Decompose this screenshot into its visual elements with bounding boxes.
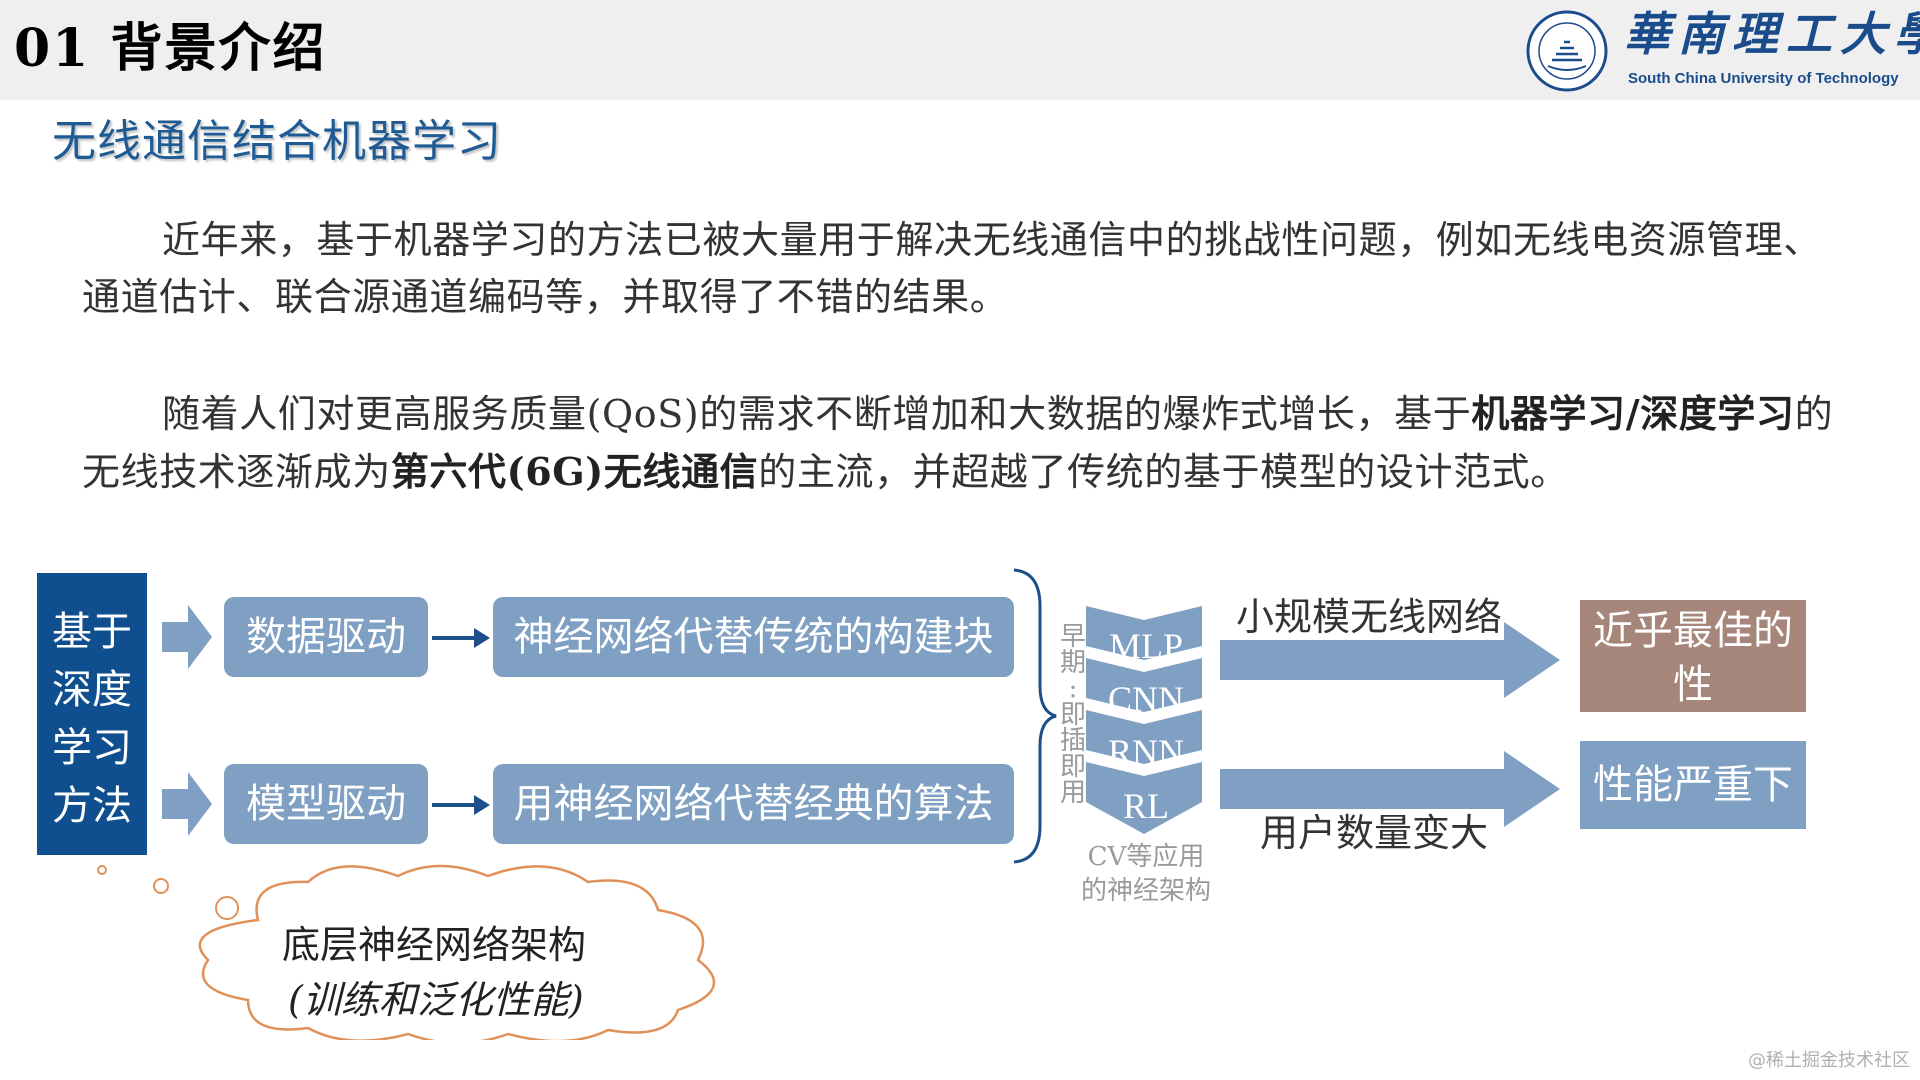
- user-growth-label: 用户数量变大: [1260, 811, 1489, 855]
- university-logo: 華南理工大學 South China University of Technol…: [1526, 7, 1920, 94]
- paragraph-2-bold-6g: 第六代(6G)无线通信: [390, 449, 759, 494]
- university-seal-icon: [1526, 10, 1608, 92]
- cv-architecture-label: CV等应用 的神经架构: [1066, 840, 1226, 908]
- performance-drop-box: 性能严重下降: [1580, 741, 1806, 896]
- early-label-char: 期: [1059, 648, 1086, 678]
- early-label-char: 用: [1059, 778, 1086, 808]
- nn-replace-blocks-box: 神经网络代替传统的构建块: [493, 597, 1014, 677]
- near-optimal-box: 近乎最佳的性 能和执行速度: [1580, 600, 1806, 816]
- arrow-right-icon: [432, 628, 490, 648]
- block-arrow-right-icon: [162, 605, 212, 669]
- university-name-en: South China University of Technology: [1628, 70, 1899, 87]
- early-plug-and-play-label: 早 期 : 即 插 即 用: [1058, 624, 1088, 806]
- big-arrow-right-icon: [1220, 622, 1560, 698]
- block-arrow-right-icon: [162, 772, 212, 836]
- nn-architecture-stack: [1086, 606, 1202, 834]
- thought-bubble-dots-icon: [97, 865, 107, 875]
- paragraph-2-text-a: 随着人们对更高服务质量(QoS)的需求不断增加和大数据的爆炸式增长，基于: [162, 392, 1472, 436]
- method-box-line: 学习: [52, 725, 132, 771]
- paragraph-2-text-c: 的主流，并超越了传统的基于模型的设计范式。: [758, 450, 1569, 494]
- near-optimal-line: 近乎最佳的性: [1593, 608, 1793, 708]
- cv-label-line: CV等应用: [1087, 842, 1205, 872]
- paragraph-2: 随着人们对更高服务质量(QoS)的需求不断增加和大数据的爆炸式增长，基于机器学习…: [82, 385, 1842, 501]
- early-label-char: 插: [1059, 726, 1086, 756]
- curly-brace-icon: [1013, 568, 1057, 864]
- watermark: @稀土掘金技术社区: [1748, 1050, 1910, 1071]
- method-box-line: 方法: [52, 783, 132, 829]
- paragraph-2-bold-ml: 机器学习/深度学习: [1471, 391, 1795, 436]
- model-driven-box: 模型驱动: [224, 764, 428, 844]
- nn-type-cnn: CNN: [1107, 679, 1184, 719]
- early-label-char: 即: [1059, 752, 1086, 782]
- thought-bubble-dots-icon: [153, 878, 239, 920]
- cloud-text-line1: 底层神经网络架构: [282, 923, 587, 967]
- small-network-label: 小规模无线网络: [1236, 595, 1503, 639]
- data-driven-box: 数据驱动: [224, 597, 428, 677]
- cloud-text-line2: (训练和泛化性能): [288, 978, 584, 1022]
- cv-label-line: 的神经架构: [1080, 876, 1211, 906]
- paragraph-1: 近年来，基于机器学习的方法已被大量用于解决无线通信中的挑战性问题，例如无线电资源…: [82, 212, 1842, 326]
- section-subtitle: 无线通信结合机器学习: [52, 116, 502, 167]
- slide-title: 01 背景介绍: [14, 18, 327, 79]
- early-label-char: 即: [1059, 700, 1086, 730]
- nn-replace-algos-box: 用神经网络代替经典的算法: [493, 764, 1014, 844]
- nn-type-rnn: RNN: [1107, 732, 1184, 772]
- university-name-cn: 華南理工大學: [1624, 7, 1920, 61]
- big-arrow-right-icon: [1220, 751, 1560, 827]
- early-label-char: 早: [1059, 622, 1086, 652]
- nn-type-mlp: MLP: [1108, 626, 1184, 666]
- paragraph-1-text: 近年来，基于机器学习的方法已被大量用于解决无线通信中的挑战性问题，例如无线电资源…: [82, 218, 1822, 319]
- paragraph-2-text-b: 的无线技术逐渐成为: [82, 392, 1834, 494]
- early-label-char: :: [1068, 674, 1078, 704]
- arrow-right-icon: [432, 795, 490, 815]
- dl-method-box: 基于 深度 学习 方法: [37, 573, 147, 855]
- nn-type-rl: RL: [1122, 786, 1169, 826]
- method-box-line: 深度: [52, 667, 132, 713]
- method-box-line: 基于: [52, 609, 132, 655]
- thought-cloud-icon: [198, 864, 716, 1040]
